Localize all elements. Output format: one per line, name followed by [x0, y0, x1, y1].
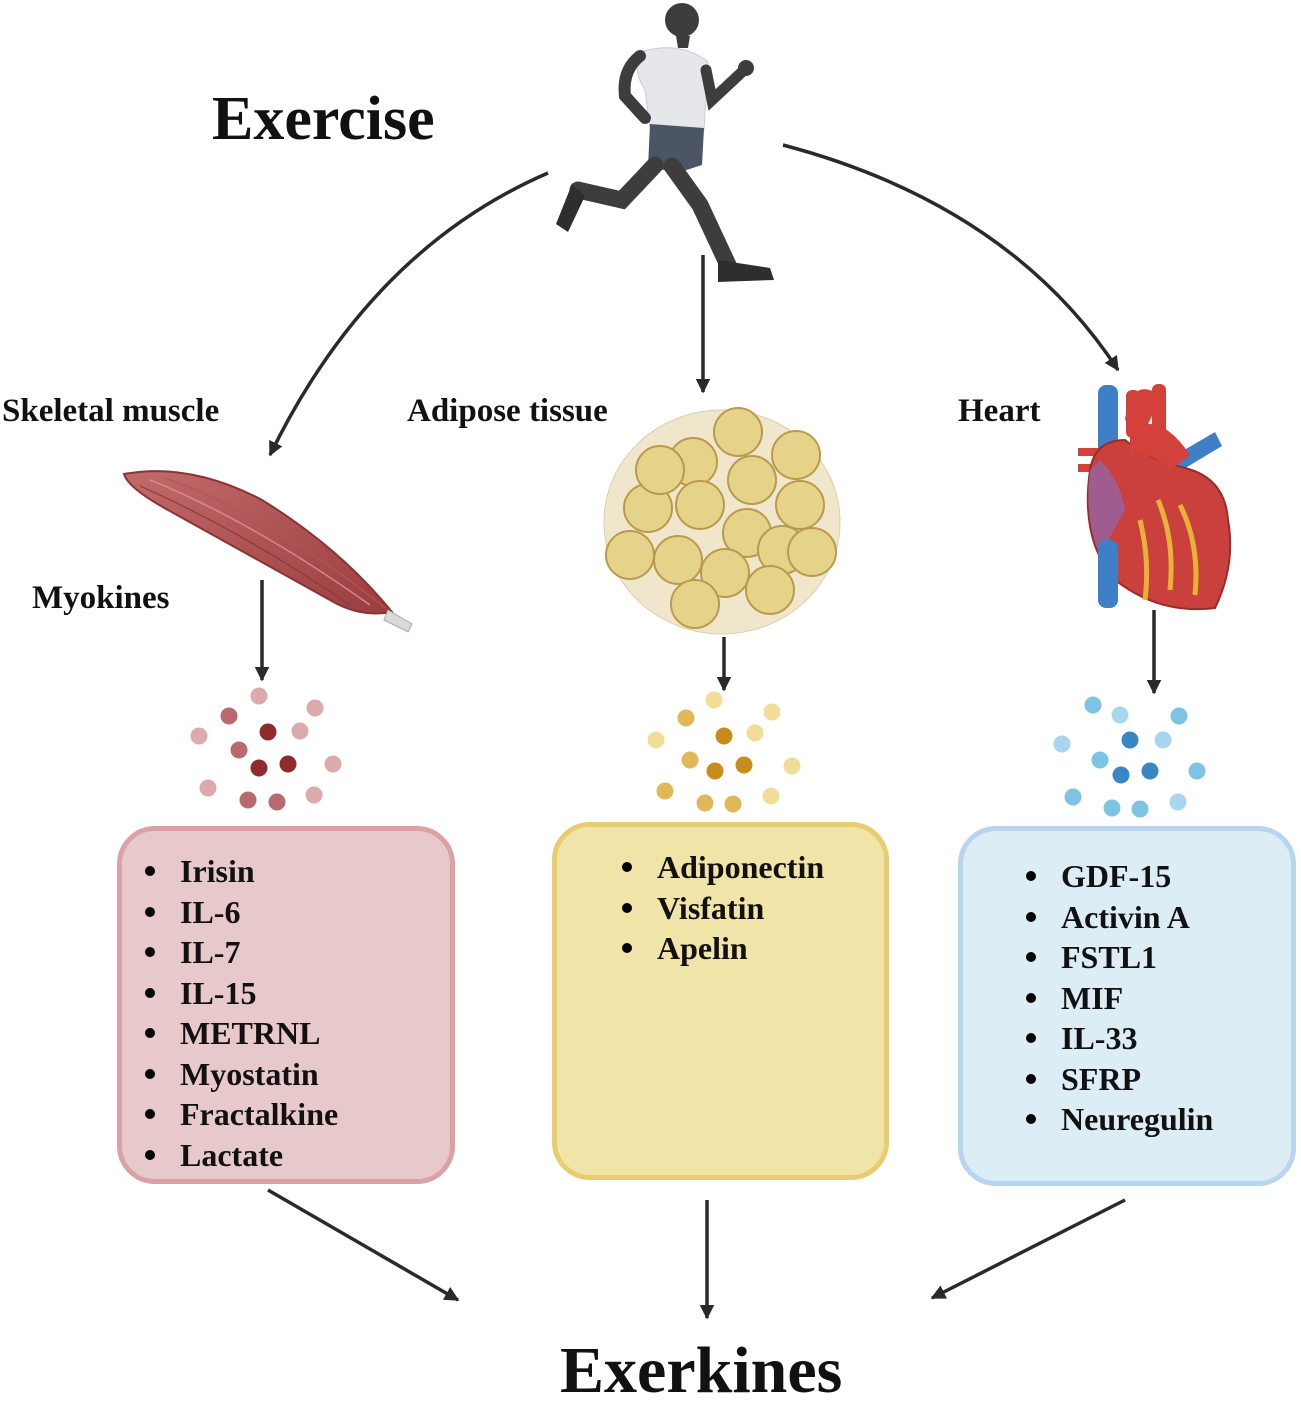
particle	[762, 787, 780, 805]
list-item: GDF-15	[1026, 856, 1291, 897]
cardiokines-list: GDF-15 Activin A FSTL1 MIF IL-33 SFRP Ne…	[1026, 856, 1291, 1140]
particle	[1064, 788, 1082, 806]
arrow-to-muscle	[268, 171, 549, 457]
particle	[605, 530, 655, 580]
particle	[735, 756, 753, 774]
skeletal-muscle-icon	[122, 470, 413, 633]
list-item: Lactate	[145, 1135, 450, 1176]
heart-label: Heart	[958, 393, 1041, 429]
particle	[1131, 800, 1149, 818]
particle	[675, 480, 725, 530]
particle	[324, 755, 342, 773]
particle	[635, 445, 685, 495]
particle	[706, 762, 724, 780]
exercise-title: Exercise	[212, 85, 435, 153]
list-item: Activin A	[1026, 897, 1291, 938]
myokines-box: Irisin IL-6 IL-7 IL-15 METRNL Myostatin …	[117, 826, 455, 1184]
list-item: SFRP	[1026, 1059, 1291, 1100]
particle	[291, 722, 309, 740]
particle	[268, 793, 286, 811]
myokines-label: Myokines	[32, 580, 170, 616]
particle	[250, 687, 268, 705]
adipokines-list: Adiponectin Visfatin Apelin	[622, 847, 884, 969]
list-item: IL-15	[145, 973, 450, 1014]
particle	[745, 565, 795, 615]
particle	[771, 430, 821, 480]
particle	[713, 407, 763, 457]
particle	[1053, 735, 1071, 753]
arrow-to-heart	[782, 143, 1120, 372]
list-item: METRNL	[145, 1013, 450, 1054]
particle	[656, 782, 674, 800]
particle	[647, 731, 665, 749]
particle	[783, 757, 801, 775]
particle	[1188, 762, 1206, 780]
particle	[239, 791, 257, 809]
exerkines-title: Exerkines	[560, 1334, 843, 1407]
particle	[775, 480, 825, 530]
particle	[696, 794, 714, 812]
list-item: Myostatin	[145, 1054, 450, 1095]
particle	[230, 741, 248, 759]
particle	[1121, 731, 1139, 749]
particle	[1141, 762, 1159, 780]
particle	[1112, 766, 1130, 784]
particle	[250, 759, 268, 777]
particle	[1084, 696, 1102, 714]
particle	[677, 709, 695, 727]
adipokine-particles	[647, 691, 801, 813]
list-item: Adiponectin	[622, 847, 884, 888]
particle	[220, 707, 238, 725]
particle	[306, 699, 324, 717]
myokine-particles	[190, 687, 342, 811]
particle	[1169, 793, 1187, 811]
list-item: Visfatin	[622, 888, 884, 929]
myokines-list: Irisin IL-6 IL-7 IL-15 METRNL Myostatin …	[145, 851, 450, 1176]
particle	[1103, 799, 1121, 817]
particle	[746, 724, 764, 742]
skeletal-muscle-label: Skeletal muscle	[2, 393, 220, 429]
list-item: Irisin	[145, 851, 450, 892]
particle	[279, 755, 297, 773]
list-item: IL-33	[1026, 1018, 1291, 1059]
particle	[670, 579, 720, 629]
particle	[1170, 707, 1188, 725]
heart-icon	[1078, 384, 1232, 611]
particle	[681, 751, 699, 769]
particle	[190, 727, 208, 745]
particle	[1111, 706, 1129, 724]
list-item: Fractalkine	[145, 1094, 450, 1135]
exercise-arrows	[254, 143, 1162, 1320]
particle	[700, 548, 750, 598]
adipokines-box: Adiponectin Visfatin Apelin	[552, 822, 889, 1180]
cardiokines-box: GDF-15 Activin A FSTL1 MIF IL-33 SFRP Ne…	[958, 826, 1296, 1186]
particle	[1091, 751, 1109, 769]
particle	[787, 527, 837, 577]
list-item: Apelin	[622, 928, 884, 969]
list-item: MIF	[1026, 978, 1291, 1019]
arrow-muscle-to-result	[267, 1188, 460, 1302]
particle	[1154, 731, 1172, 749]
particle	[705, 691, 723, 709]
adipose-tissue-label: Adipose tissue	[407, 393, 608, 429]
arrow-heart-to-result	[930, 1198, 1126, 1300]
fat-cells-icon	[603, 407, 841, 635]
runner-icon	[556, 3, 774, 282]
particle	[715, 727, 733, 745]
particle	[199, 779, 217, 797]
list-item: Neuregulin	[1026, 1099, 1291, 1140]
list-item: FSTL1	[1026, 937, 1291, 978]
cardiokine-particles	[1053, 696, 1206, 818]
list-item: IL-6	[145, 892, 450, 933]
list-item: IL-7	[145, 932, 450, 973]
particle	[727, 455, 777, 505]
particle	[653, 535, 703, 585]
particle	[259, 723, 277, 741]
particle	[763, 703, 781, 721]
particle	[305, 786, 323, 804]
particle	[724, 795, 742, 813]
